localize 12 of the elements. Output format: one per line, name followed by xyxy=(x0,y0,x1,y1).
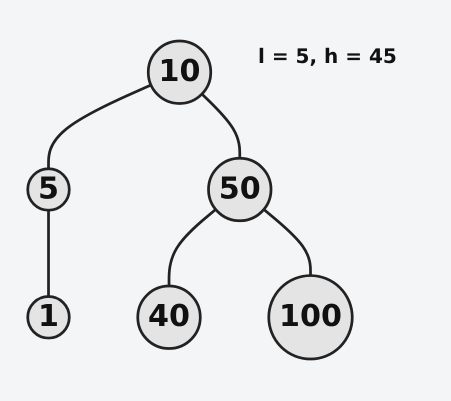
connector xyxy=(200,93,242,158)
connector xyxy=(47,84,152,169)
connector xyxy=(168,208,217,286)
node-circle: 50 xyxy=(207,156,272,222)
node-circle: 5 xyxy=(26,167,71,212)
node-circle: 100 xyxy=(267,274,354,360)
tree-parameters-note: l = 5, h = 45 xyxy=(258,44,397,68)
node-circle: 1 xyxy=(26,295,71,340)
connector xyxy=(262,208,312,276)
connector xyxy=(47,210,50,297)
node-circle: 10 xyxy=(146,40,212,105)
node-circle: 40 xyxy=(136,284,202,350)
